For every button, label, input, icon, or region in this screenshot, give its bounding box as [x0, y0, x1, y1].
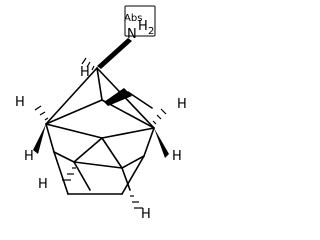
wedge-bond-h-right — [154, 128, 169, 158]
hash-bond-bottom-left — [62, 167, 76, 181]
bond — [45, 67, 98, 125]
bond — [143, 127, 155, 157]
bond — [53, 151, 69, 195]
abs-stereo-box — [124, 5, 156, 37]
hydrogen-atom-left: H — [24, 149, 34, 164]
cage-skeleton — [45, 67, 155, 195]
bond — [73, 161, 91, 191]
bond — [53, 151, 75, 163]
amine-group: N H 2 Abs — [124, 5, 156, 42]
abs-stereo-label: Abs — [124, 13, 142, 24]
bond — [101, 127, 155, 139]
hash-bond-top-left — [81, 57, 95, 71]
amine-nitrogen: N — [127, 27, 137, 42]
hashed-bonds — [34, 57, 167, 209]
amine-h-count: 2 — [148, 26, 154, 37]
wedge-bond-to-methyl — [104, 88, 132, 106]
bond — [96, 67, 103, 101]
bond — [101, 137, 123, 169]
bond — [121, 155, 145, 195]
hydrogen-atom-right: H — [172, 149, 182, 164]
bond — [101, 99, 155, 129]
bond — [73, 161, 123, 169]
hydrogen-atom-bottom: H — [141, 207, 151, 222]
methyl-bond — [127, 91, 153, 109]
bond — [96, 67, 155, 129]
hydrogen-labels: H H H H H H H — [15, 65, 187, 222]
bond — [45, 99, 103, 125]
hydrogen-atom-upper-left: H — [15, 95, 25, 110]
hash-bond-bottom-right — [130, 195, 143, 209]
hash-bond-right — [152, 108, 167, 125]
hydrogen-atom-upper-right: H — [177, 97, 187, 112]
bond — [121, 167, 131, 191]
hydrogen-atom-top: H — [80, 65, 90, 80]
hash-bond-left — [34, 105, 49, 121]
molecule-structure: N H 2 Abs — [15, 5, 187, 222]
hydrogen-atom-lower-left: H — [38, 177, 48, 192]
bond — [121, 155, 145, 169]
wedge-bond-h-left — [33, 124, 46, 154]
amine-hydrogen: H — [138, 19, 148, 34]
bond — [45, 123, 55, 153]
bond — [45, 123, 103, 139]
bond — [73, 137, 103, 163]
wedge-bond-to-amine — [97, 38, 132, 69]
